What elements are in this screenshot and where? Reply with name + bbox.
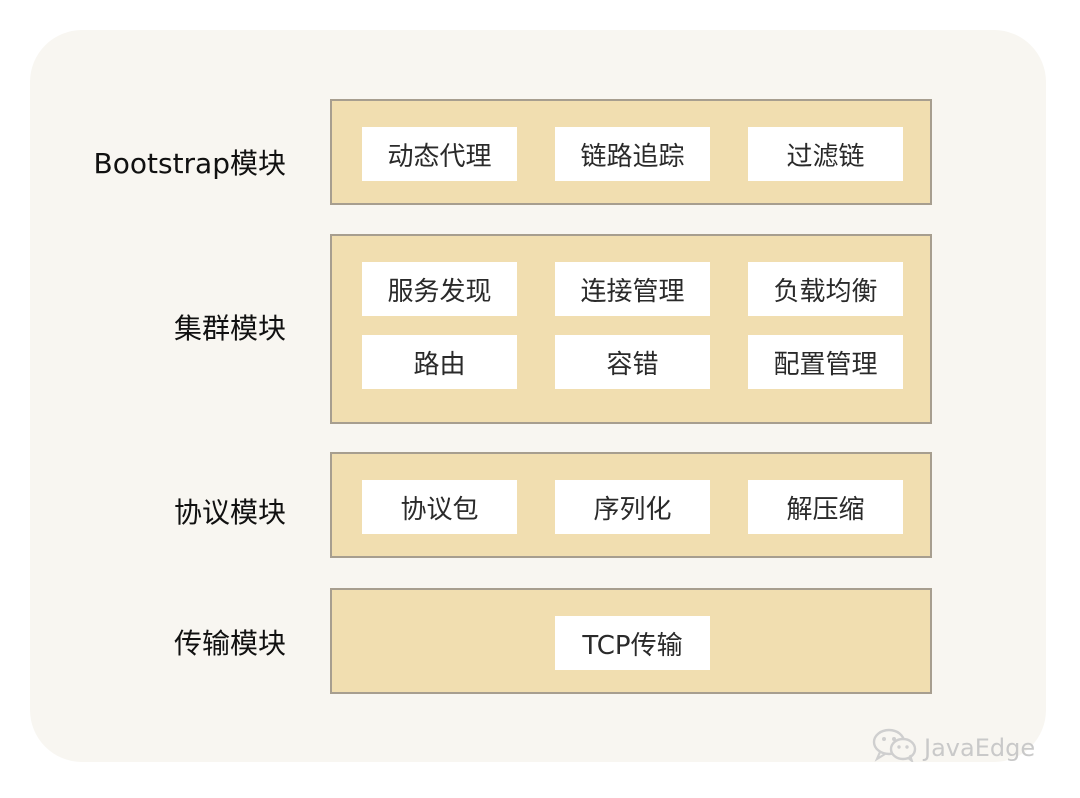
module-panel-cluster: 服务发现 连接管理 负载均衡 路由 容错 配置管理 bbox=[330, 234, 932, 424]
module-label-bootstrap: Bootstrap模块 bbox=[93, 147, 286, 180]
module-label-protocol: 协议模块 bbox=[173, 496, 286, 529]
chip-load-balancing: 负载均衡 bbox=[748, 262, 903, 316]
watermark-text: JavaEdge bbox=[924, 734, 1036, 762]
chip-connection-management: 连接管理 bbox=[555, 262, 710, 316]
chip-serialization: 序列化 bbox=[555, 480, 710, 534]
chip-dynamic-proxy: 动态代理 bbox=[362, 127, 517, 181]
chip-config-management: 配置管理 bbox=[748, 335, 903, 389]
chip-service-discovery: 服务发现 bbox=[362, 262, 517, 316]
module-label-transport: 传输模块 bbox=[173, 627, 286, 660]
module-label-cluster: 集群模块 bbox=[173, 312, 286, 345]
wechat-icon bbox=[872, 728, 918, 768]
module-panel-protocol: 协议包 序列化 解压缩 bbox=[330, 452, 932, 558]
chip-tcp-transport: TCP传输 bbox=[555, 616, 710, 670]
chip-fault-tolerance: 容错 bbox=[555, 335, 710, 389]
chip-filter-chain: 过滤链 bbox=[748, 127, 903, 181]
chip-protocol-packet: 协议包 bbox=[362, 480, 517, 534]
chip-decompression: 解压缩 bbox=[748, 480, 903, 534]
module-panel-bootstrap: 动态代理 链路追踪 过滤链 bbox=[330, 99, 932, 205]
chip-tracing: 链路追踪 bbox=[555, 127, 710, 181]
chip-routing: 路由 bbox=[362, 335, 517, 389]
watermark: JavaEdge bbox=[872, 728, 1035, 768]
module-panel-transport: TCP传输 bbox=[330, 588, 932, 694]
